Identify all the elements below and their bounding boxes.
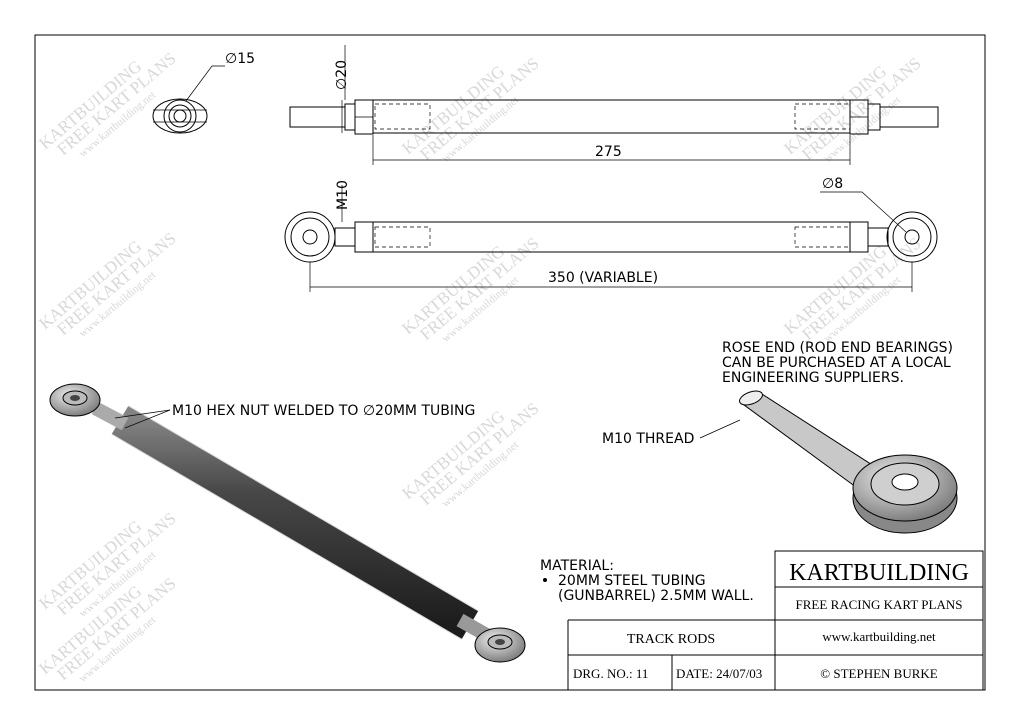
- dimension-nut-diameter: ∅15: [225, 51, 255, 67]
- svg-text:FREE KART PLANS: FREE KART PLANS: [798, 54, 924, 164]
- drawing-title: TRACK RODS: [627, 632, 715, 647]
- svg-text:MATERIAL:: MATERIAL:: [540, 558, 614, 574]
- thread-note: M10 THREAD: [602, 431, 694, 447]
- website: www.kartbuilding.net: [822, 629, 936, 644]
- title-block: KARTBUILDING FREE RACING KART PLANS TRAC…: [567, 550, 984, 691]
- svg-text:FREE KART PLANS: FREE KART PLANS: [416, 54, 542, 164]
- sheet-border: [34, 34, 986, 691]
- side-view-top: ∅20 275: [289, 45, 939, 165]
- dimension-tube-diameter: ∅20: [334, 60, 350, 90]
- svg-text:FREE KART PLANS: FREE KART PLANS: [798, 234, 924, 344]
- dimension-overall-length: 350 (VARIABLE): [548, 270, 658, 286]
- isometric-track-rod: M10 HEX NUT WELDED TO ∅20MM TUBING: [49, 383, 526, 663]
- dimension-thread: M10: [335, 180, 351, 210]
- rose-end-note-line: ROSE END (ROD END BEARINGS): [722, 340, 953, 356]
- watermark: KARTBUILDING FREE KART PLANS www.kartbui…: [35, 229, 179, 340]
- material-note: MATERIAL: 20MM STEEL TUBING (GUNBARREL) …: [540, 558, 754, 604]
- watermark: KARTBUILDING FREE KART PLANS www.kartbui…: [398, 54, 542, 165]
- rose-end-note-line: ENGINEERING SUPPLIERS.: [722, 370, 904, 386]
- svg-text:FREE KART PLANS: FREE KART PLANS: [416, 234, 542, 344]
- rose-end-view: ROSE END (ROD END BEARINGS) CAN BE PURCH…: [602, 340, 958, 534]
- side-view-bottom: M10 ∅8 350 (VARIABLE): [284, 176, 938, 292]
- watermark: KARTBUILDING FREE KART PLANS www.kartbui…: [398, 234, 542, 345]
- tagline: FREE RACING KART PLANS: [796, 597, 963, 612]
- dimension-tube-length: 275: [595, 144, 622, 160]
- svg-text:(GUNBARREL) 2.5MM WALL.: (GUNBARREL) 2.5MM WALL.: [558, 588, 754, 604]
- dimension-bore-diameter: ∅8: [822, 176, 843, 192]
- svg-text:20MM STEEL TUBING: 20MM STEEL TUBING: [558, 573, 706, 589]
- company-name: KARTBUILDING: [789, 560, 969, 586]
- end-view: ∅15: [152, 51, 255, 134]
- watermark: KARTBUILDING FREE KART PLANS www.kartbui…: [35, 49, 179, 160]
- watermark: KARTBUILDING FREE KART PLANS www.kartbui…: [780, 54, 924, 165]
- drawing-number: DRG. NO.: 11: [573, 666, 648, 681]
- hex-nut-note: M10 HEX NUT WELDED TO ∅20MM TUBING: [172, 403, 475, 419]
- drawing-date: DATE: 24/07/03: [676, 666, 762, 681]
- rose-end-note-line: CAN BE PURCHASED AT A LOCAL: [722, 355, 951, 371]
- copyright: © STEPHEN BURKE: [820, 666, 938, 681]
- svg-text:FREE KART PLANS: FREE KART PLANS: [53, 229, 179, 339]
